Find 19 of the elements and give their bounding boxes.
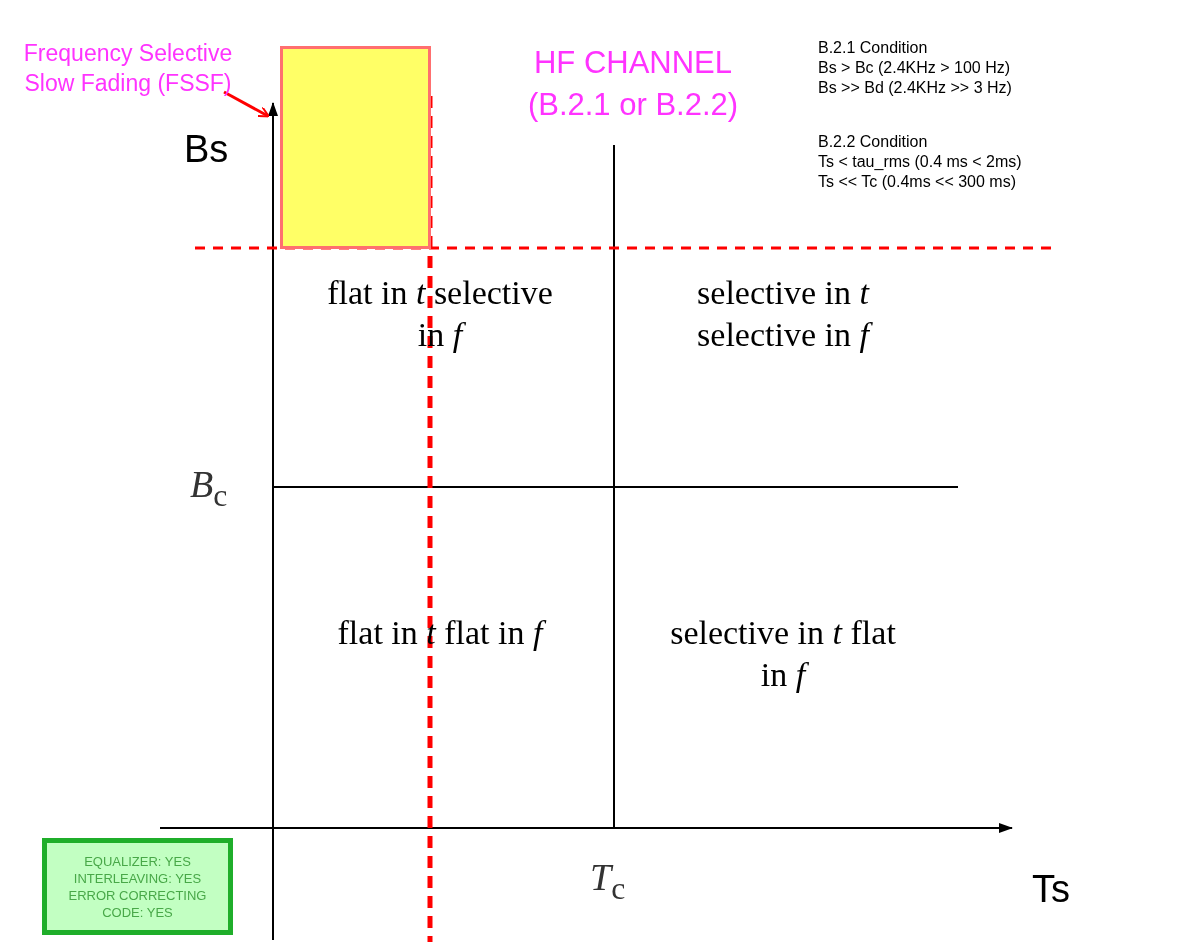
condition-text: Ts << Tc (0.4ms << 300 ms) — [818, 173, 1016, 191]
condition-text: B.2.1 Condition — [818, 39, 928, 57]
axis-label: B$_{c}$ — [190, 462, 228, 514]
region-label: selective in t flat in f — [669, 613, 897, 695]
arrow — [223, 90, 270, 118]
condition-text: Bs >> Bd (2.4KHz >> 3 Hz) — [818, 79, 1012, 97]
axis-label: Ts — [1032, 868, 1070, 911]
region-label: selective in t selective in f — [653, 272, 913, 356]
condition-text: Ts < tau_rms (0.4 ms < 2ms) — [818, 153, 1022, 171]
note-box: EQUALIZER: YES INTERLEAVING: YES ERROR CORRECTING CODE: YES — [42, 838, 233, 935]
channel-heading: HF CHANNEL (B.2.1 or B.2.2) — [526, 44, 740, 124]
condition-text: B.2.2 Condition — [818, 133, 928, 151]
region-label: flat in t flat in f — [310, 612, 570, 654]
highlight-region — [280, 46, 431, 249]
axis-label: Bs — [184, 128, 229, 171]
annotation-text: Frequency Selective Slow Fading (FSSF) — [8, 38, 248, 130]
region-label: flat in t selective in f — [326, 273, 554, 355]
axis-label: T$_{c}$ — [590, 855, 626, 907]
condition-text: Bs > Bc (2.4KHz > 100 Hz) — [818, 59, 1011, 77]
